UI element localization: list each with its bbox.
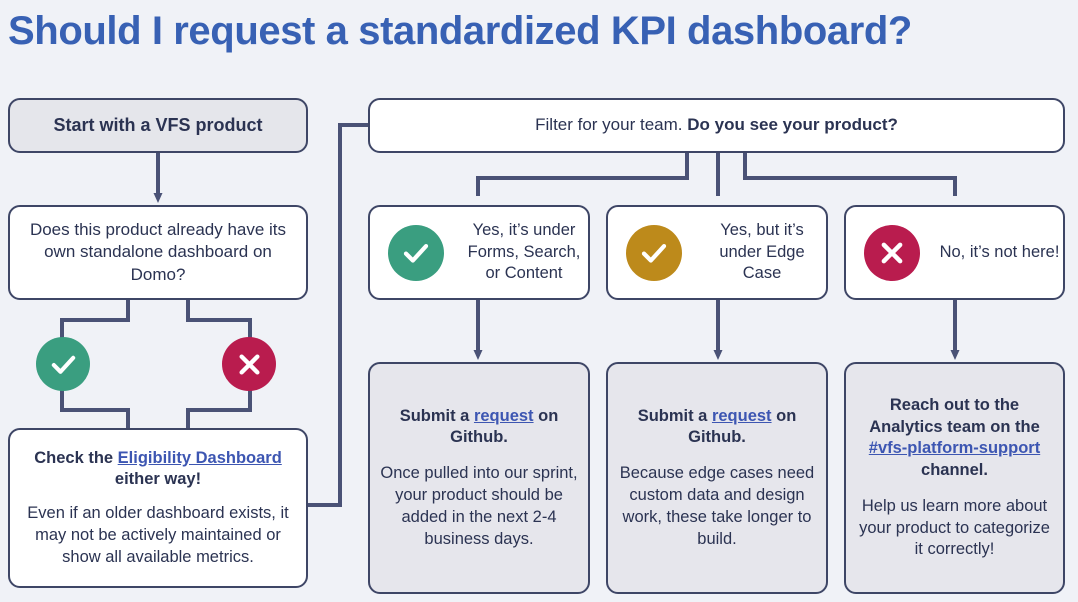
outcome-headline-before: Submit a [637,406,712,425]
answer-label: Yes, it’s under Forms, Search, or Conten… [467,221,581,283]
github-request-link[interactable]: request [473,406,534,425]
check-icon [626,224,682,281]
answer-label: No, it’s not here! [939,242,1060,261]
cross-icon [864,224,920,281]
question-box: Does this product already have its own s… [8,205,308,300]
outcome-headline-after: channel. [921,461,988,480]
question-box-text: Does this product already have its own s… [29,219,287,284]
eligibility-headline-before: Check the [34,448,118,467]
page-title: Should I request a standardized KPI dash… [8,8,912,53]
slack-channel-link[interactable]: #vfs-platform-support [868,439,1041,458]
filter-box: Filter for your team. Do you see your pr… [368,98,1065,153]
outcome-headline: Submit a request on Github. [618,406,816,450]
filter-box-text: Filter for your team. Do you see your pr… [370,114,1063,136]
check-icon [36,337,90,391]
eligibility-box: Check the Eligibility Dashboard either w… [8,428,308,588]
answer-box-forms-search-content: Yes, it’s under Forms, Search, or Conten… [368,205,590,300]
outcome-headline-before: Submit a [399,406,474,425]
answer-label: Yes, but it’s under Edge Case [719,221,805,283]
answer-box-not-here: No, it’s not here! [844,205,1065,300]
answer-box-edge-case: Yes, but it’s under Edge Case [606,205,828,300]
eligibility-headline-after: either way! [114,470,202,489]
outcome-headline-before: Reach out to the Analytics team on the [869,395,1040,436]
github-request-link[interactable]: request [711,406,772,425]
outcome-body: Help us learn more about your product to… [859,496,1050,559]
outcome-headline-after: on Github. [450,406,559,447]
outcome-headline-after: on Github. [688,406,797,447]
start-box: Start with a VFS product [8,98,308,153]
eligibility-dashboard-link[interactable]: Eligibility Dashboard [117,448,282,467]
outcome-headline: Reach out to the Analytics team on the #… [856,395,1053,482]
outcome-headline: Submit a request on Github. [380,406,578,450]
outcome-box-slack-support: Reach out to the Analytics team on the #… [844,362,1065,594]
outcome-box-github-standard: Submit a request on Github. Once pulled … [368,362,590,594]
start-box-label: Start with a VFS product [53,114,263,135]
outcome-box-github-edge-case: Submit a request on Github. Because edge… [606,362,828,594]
filter-box-normal-text: Filter for your team. [535,115,688,135]
cross-icon [222,337,276,391]
outcome-body: Because edge cases need custom data and … [619,464,815,548]
check-icon [388,224,444,281]
eligibility-body: Even if an older dashboard exists, it ma… [27,504,289,566]
outcome-body: Once pulled into our sprint, your produc… [380,464,578,548]
filter-box-bold-text: Do you see your product? [687,115,898,135]
eligibility-headline: Check the Eligibility Dashboard either w… [20,448,296,492]
